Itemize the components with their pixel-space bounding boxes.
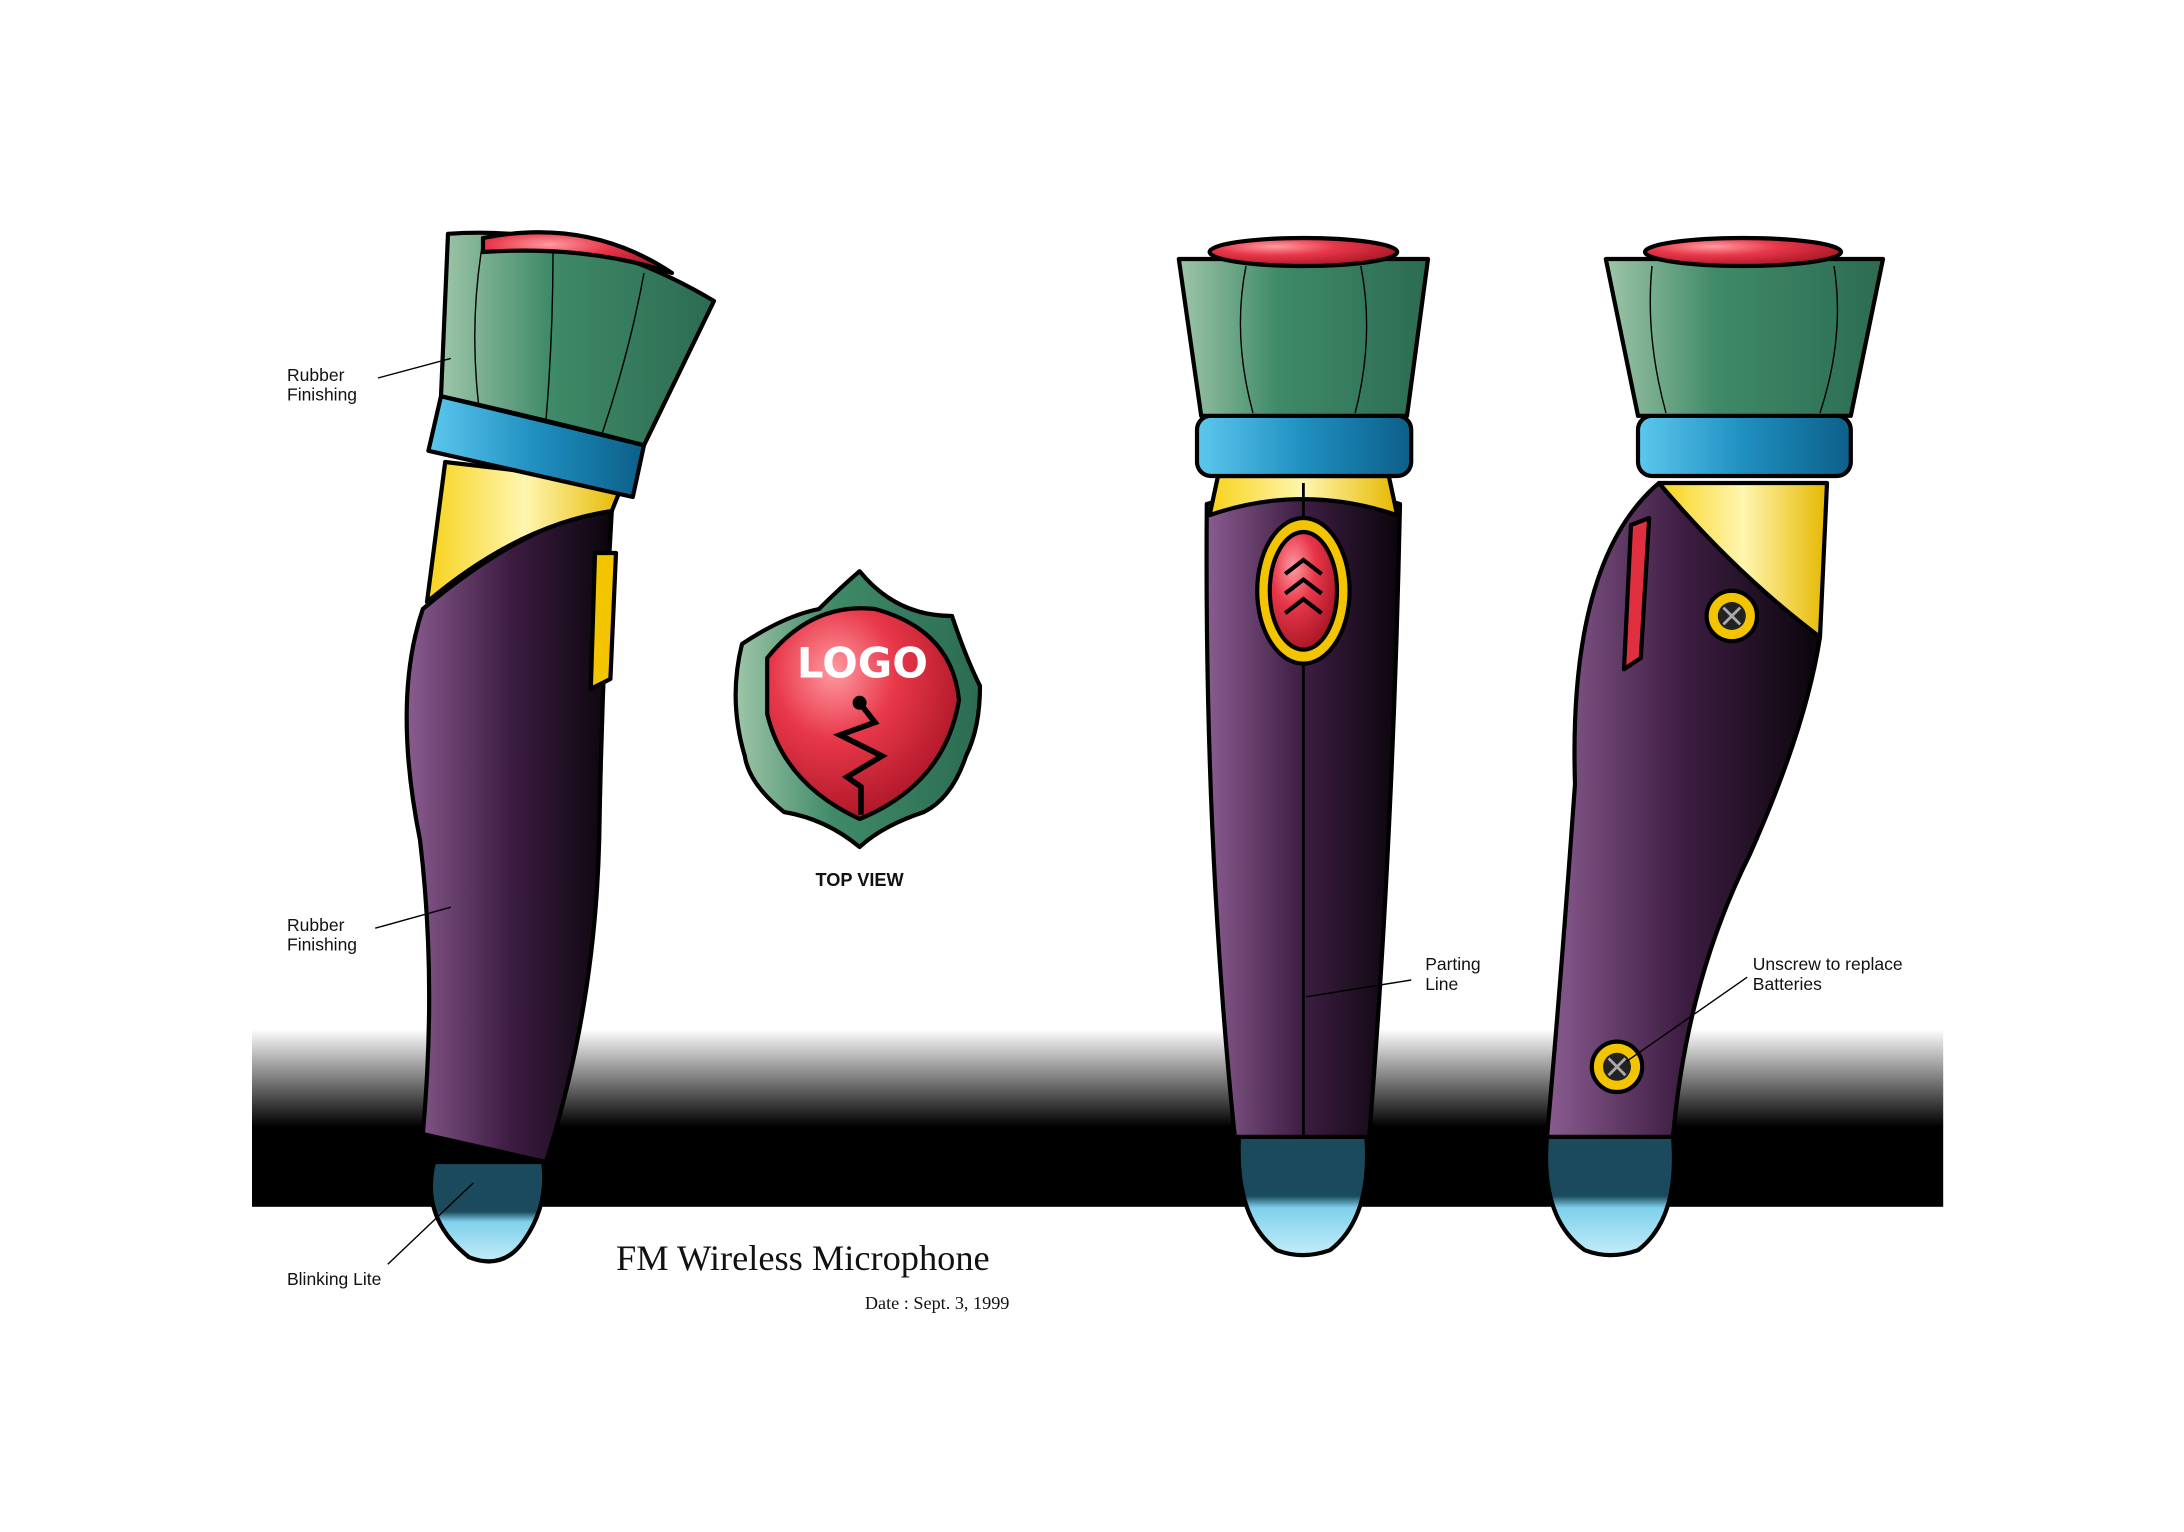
callout-unscrew: Unscrew to replace Batteries — [1626, 954, 1903, 1062]
svg-text:Line: Line — [1425, 974, 1458, 994]
drawing-title: FM Wireless Microphone — [616, 1238, 990, 1278]
svg-text:Finishing: Finishing — [287, 935, 357, 955]
microphone-rear-view — [1544, 235, 1886, 1258]
callout-rubber-body: Rubber Finishing — [287, 906, 451, 955]
svg-text:Rubber: Rubber — [287, 365, 345, 385]
screw-icon — [1704, 588, 1760, 644]
svg-text:Unscrew to replace: Unscrew to replace — [1753, 954, 1903, 974]
callout-parting-line: Parting Line — [1306, 954, 1481, 998]
microphone-angled-view — [404, 230, 717, 1264]
drawing-date: Date : Sept. 3, 1999 — [865, 1293, 1009, 1313]
logo-text: LOGO — [797, 639, 928, 688]
screw-icon — [1589, 1039, 1645, 1095]
callout-blinking-lite: Blinking Lite — [287, 1182, 474, 1289]
callout-rubber-head: Rubber Finishing — [287, 357, 451, 404]
top-view-label: TOP VIEW — [815, 870, 904, 890]
svg-text:Parting: Parting — [1425, 954, 1480, 974]
top-view-logo: LOGO TOP VIEW — [733, 569, 983, 890]
microphone-front-view — [1176, 235, 1431, 1258]
svg-text:Batteries: Batteries — [1753, 974, 1822, 994]
svg-text:Finishing: Finishing — [287, 384, 357, 404]
svg-text:Blinking Lite: Blinking Lite — [287, 1269, 381, 1289]
svg-text:Rubber: Rubber — [287, 915, 345, 935]
